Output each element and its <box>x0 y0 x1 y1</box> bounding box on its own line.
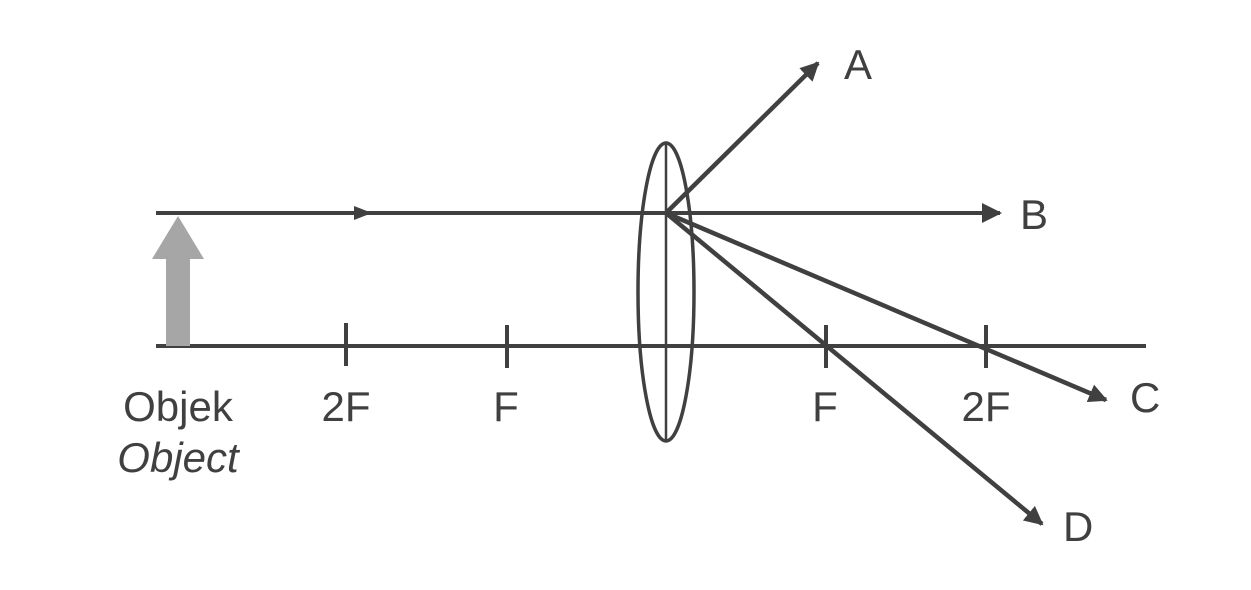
convex-lens <box>636 141 696 443</box>
ray-a-label: A <box>844 41 872 88</box>
label-left-f: F <box>493 383 519 430</box>
ray-c <box>665 210 1108 403</box>
ray-d-label: D <box>1063 503 1093 550</box>
object-label: Objek <box>123 383 234 430</box>
ray-d <box>664 211 1044 526</box>
object-arrow <box>152 216 204 346</box>
label-left-2f: 2F <box>321 383 370 430</box>
ray-b-label: B <box>1020 191 1048 238</box>
label-right-f: F <box>812 383 838 430</box>
incident-ray-direction-arrow <box>354 206 372 220</box>
label-right-2f: 2F <box>961 383 1010 430</box>
object-label-translation: Object <box>117 434 241 481</box>
ray-c-label: C <box>1130 374 1160 421</box>
ray-a <box>664 61 820 215</box>
